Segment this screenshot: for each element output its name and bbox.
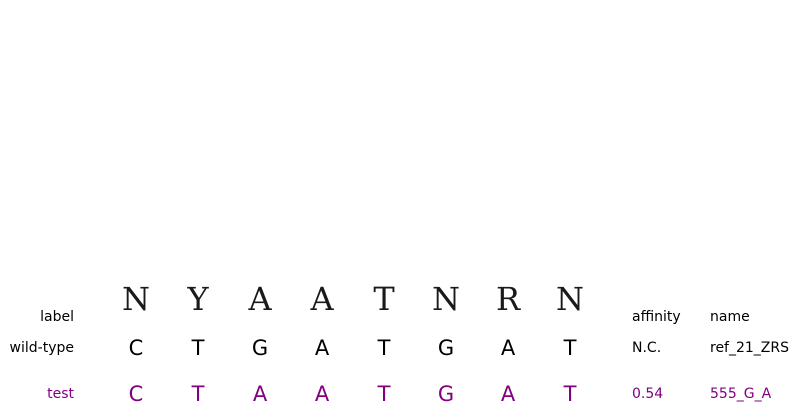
sequence-base: T [377, 382, 391, 406]
sequence-base: G [251, 336, 269, 360]
sequence-base: T [377, 336, 391, 360]
sequence-base: T [563, 382, 577, 406]
sequence-base: T [191, 336, 205, 360]
row-label: wild-type [9, 340, 74, 356]
sequence-base: A [500, 336, 516, 360]
name-header: name [710, 309, 750, 325]
sequence-name: 555_G_A [710, 386, 772, 402]
sequence-base: G [437, 382, 455, 406]
consensus-base: R [495, 280, 521, 318]
consensus-base: N [432, 280, 460, 318]
sequence-name: ref_21_ZRS [710, 340, 790, 356]
affinity-value: N.C. [632, 340, 662, 356]
affinity-header: affinity [632, 309, 681, 325]
sequence-base: T [563, 336, 577, 360]
affinity-value: 0.54 [632, 386, 664, 402]
sequence-base: A [314, 336, 330, 360]
consensus-base: Y [187, 280, 209, 318]
sequence-base: A [252, 382, 268, 406]
sequence-base: A [500, 382, 516, 406]
consensus-base: N [556, 280, 584, 318]
sequence-base: G [437, 336, 455, 360]
consensus-base: A [248, 280, 272, 318]
sequence-base: C [128, 336, 144, 360]
row-label: test [47, 386, 74, 402]
consensus-base: N [122, 280, 150, 318]
sequence-base: A [314, 382, 330, 406]
label-header: label [40, 309, 74, 325]
sequence-base: T [191, 382, 205, 406]
sequence-base: C [128, 382, 144, 406]
consensus-base: T [373, 280, 395, 318]
consensus-base: A [310, 280, 334, 318]
